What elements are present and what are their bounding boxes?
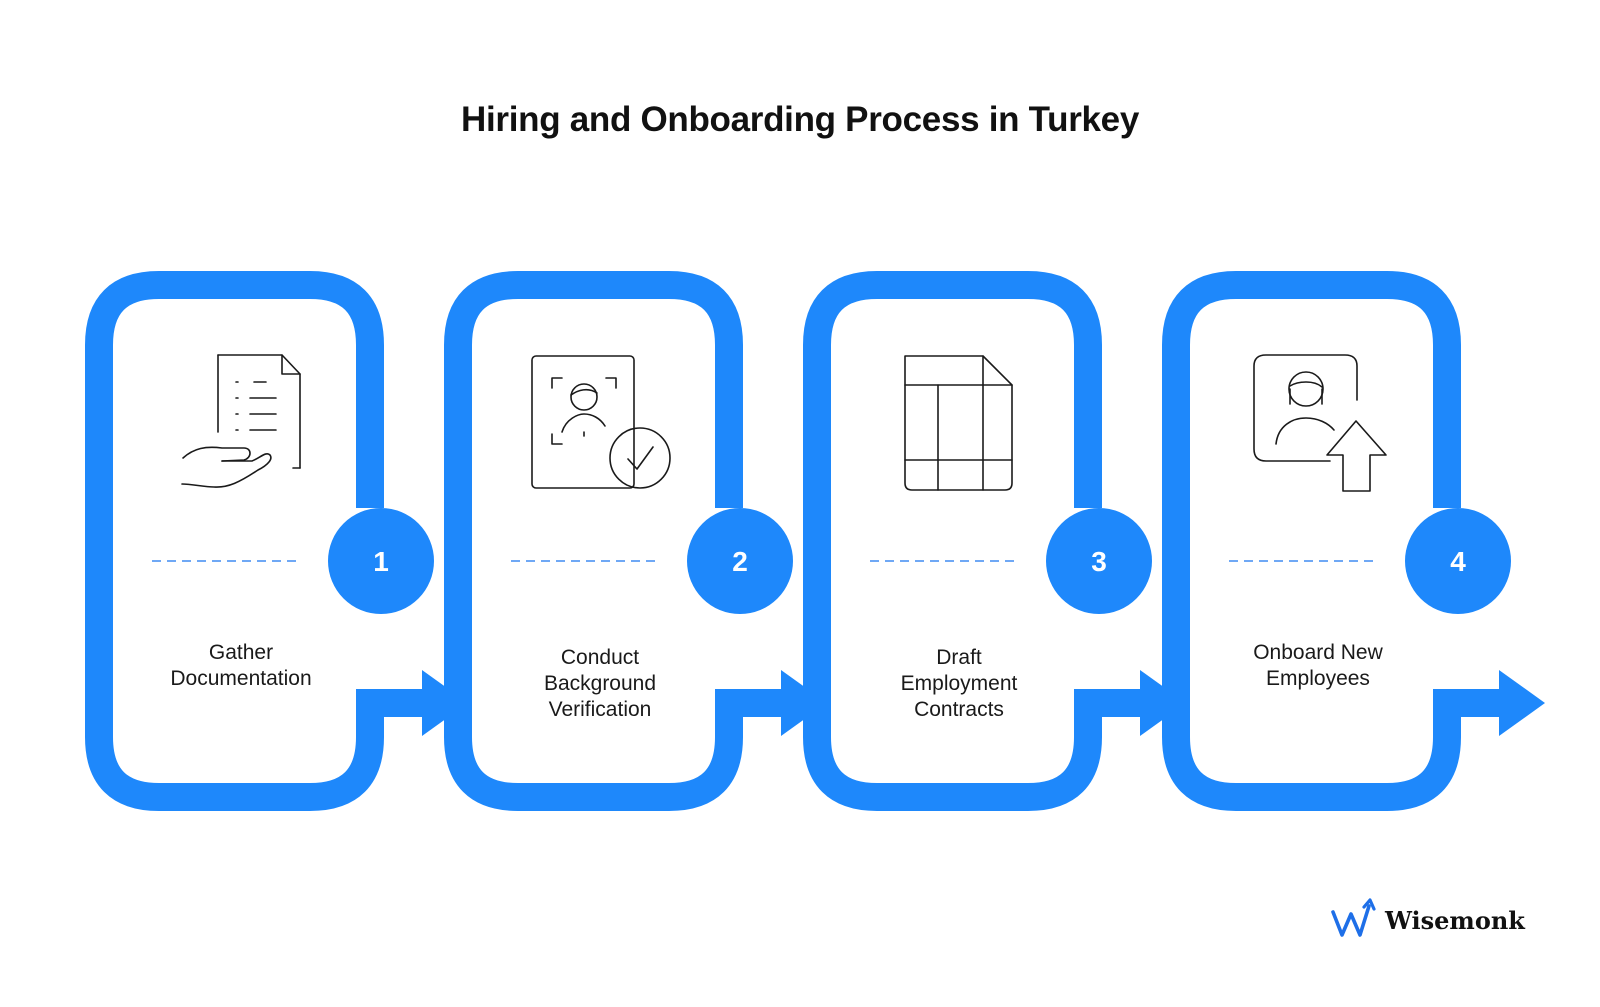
step-1: 1 [85,271,468,811]
step-label-line: Conduct [560,646,640,669]
connector-arrow [1433,670,1545,736]
wisemonk-logo-icon [1331,898,1376,937]
connector-arrow [1074,670,1186,736]
step-number: 4 [1450,546,1466,577]
step-number: 2 [732,546,748,577]
step-frame [1162,271,1461,811]
step-3: 3 [803,271,1186,811]
step-number: 1 [373,546,389,577]
connector-arrow [356,670,468,736]
step-label-line: Onboard New [1253,641,1383,664]
step-frame [85,271,384,811]
step-label-line: Contracts [914,698,1004,721]
step-label-line: Employees [1266,667,1370,690]
step-label-line: Draft [936,646,982,669]
step-number-badge [1405,508,1511,614]
document-in-hand-icon [181,354,301,488]
step-label-line: Background [543,672,657,695]
step-frame [444,271,743,811]
step-number-badge [328,508,434,614]
brand-name: Wisemonk [1385,906,1525,935]
step-2: 2 [444,271,827,811]
step-4: 4 [1162,271,1545,811]
step-number-badge [687,508,793,614]
contract-document-icon [904,355,1013,491]
step-label-line: Gather [208,641,274,664]
step-label-line: Verification [548,698,652,721]
step-number-badge [1046,508,1152,614]
id-card-verified-icon [531,355,671,489]
step-frame [803,271,1102,811]
step-label-line: Documentation [170,667,312,690]
step-label-line: Employment [900,672,1018,695]
connector-arrow [715,670,827,736]
profile-upload-icon [1253,354,1387,492]
diagram-title: Hiring and Onboarding Process in Turkey [460,100,1140,139]
step-number: 3 [1091,546,1107,577]
